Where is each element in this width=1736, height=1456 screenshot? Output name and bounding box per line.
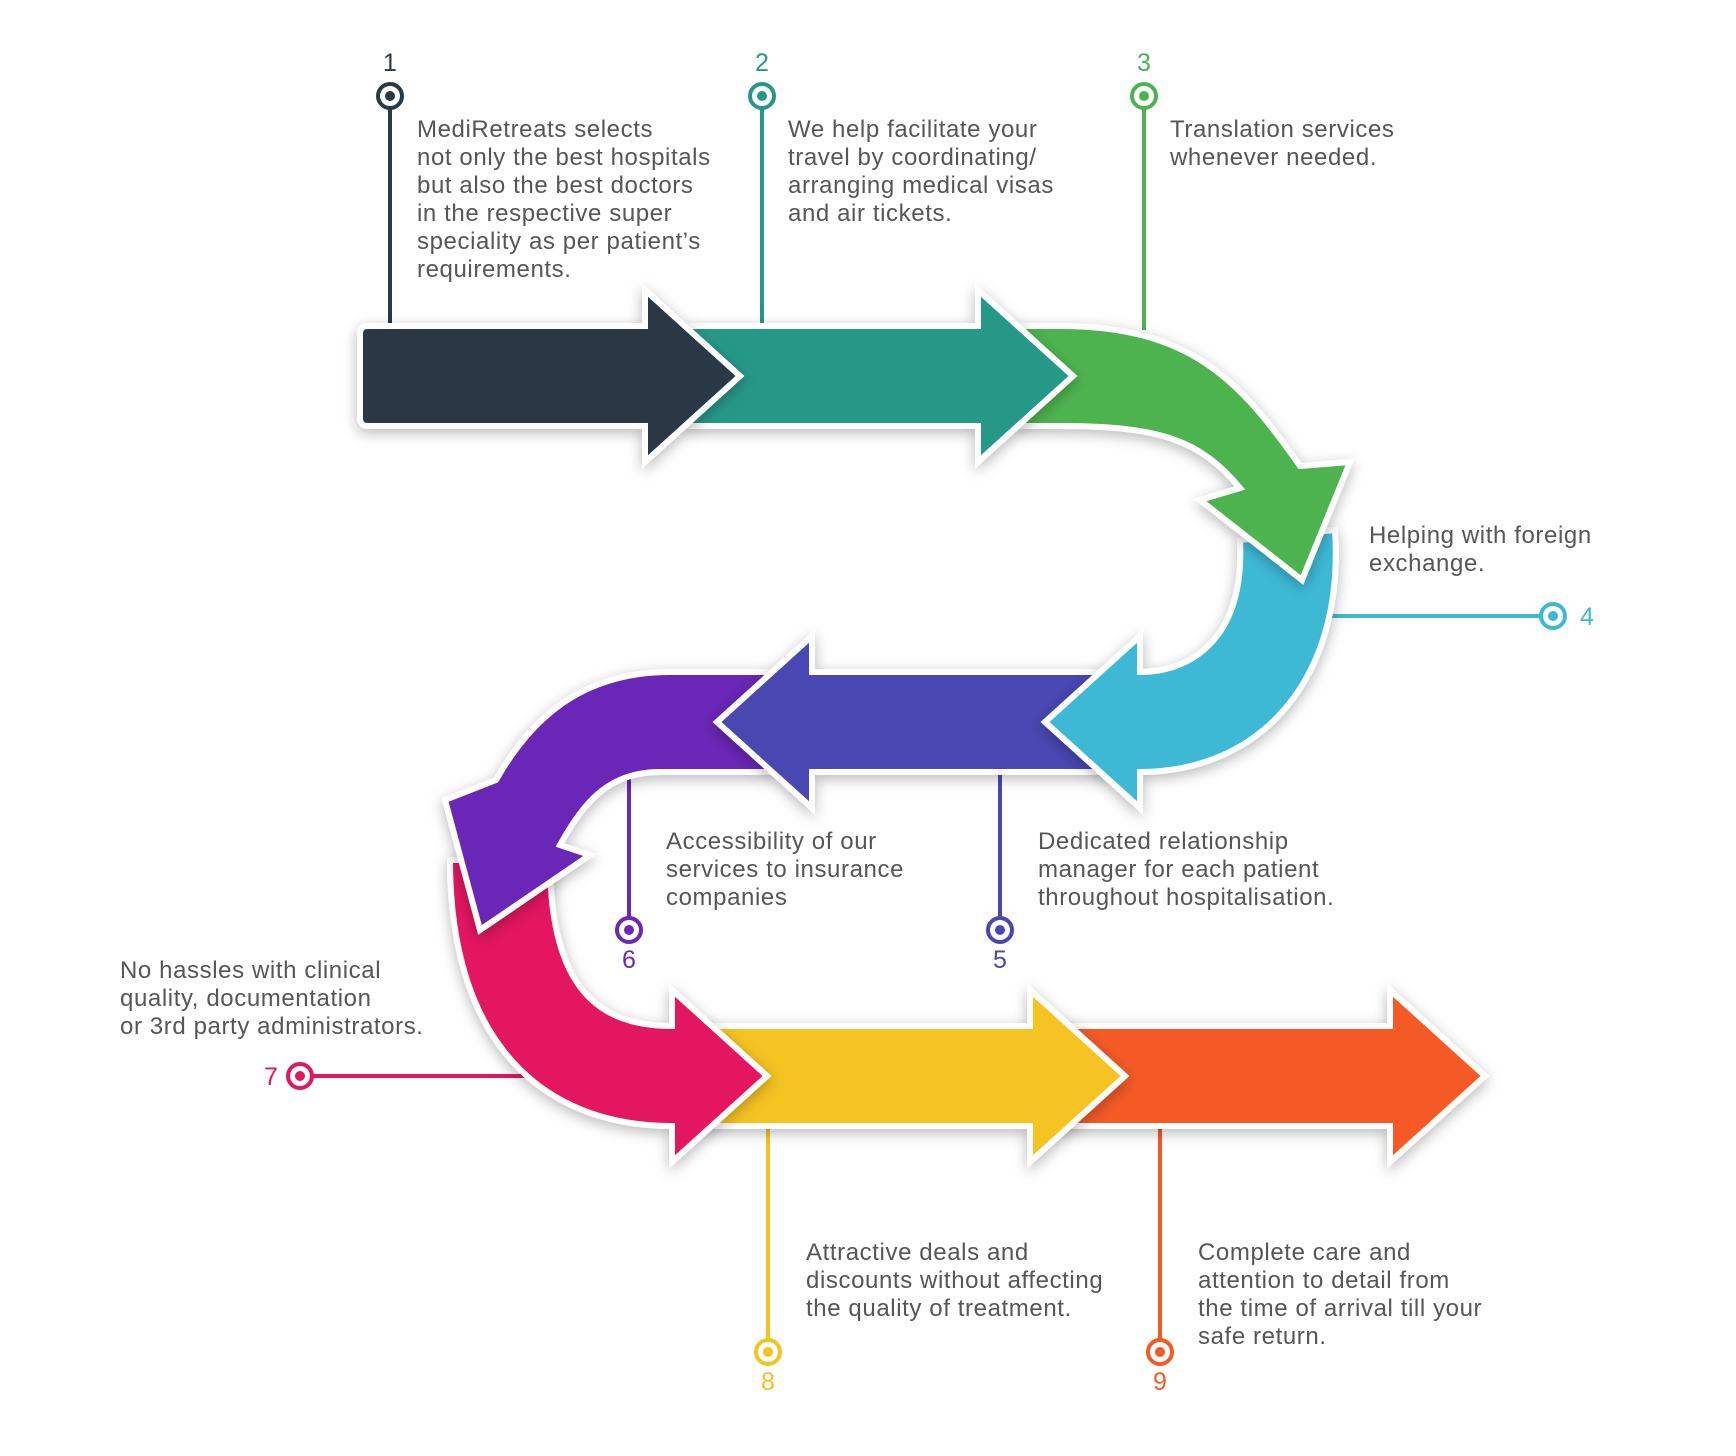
step-5-marker-dot — [995, 925, 1005, 935]
step-8-description: Attractive deals and discounts without a… — [806, 1239, 1111, 1322]
step-6-description: Accessibility of our services to insuran… — [666, 828, 911, 911]
step-5-line: Dedicated relationship — [1038, 828, 1289, 855]
step-1-line: speciality as per patient’s — [417, 228, 701, 255]
step-3-number: 3 — [1137, 49, 1151, 77]
step-9-number: 9 — [1153, 1368, 1167, 1396]
step-1-line: MediRetreats selects — [417, 116, 653, 143]
step-1-line: requirements. — [417, 256, 572, 283]
step-5-line: manager for each patient — [1038, 856, 1319, 883]
step-6-number: 6 — [622, 946, 636, 974]
step-5-description: Dedicated relationship manager for each … — [1038, 828, 1334, 911]
arrow-step-9 — [1047, 983, 1490, 1169]
step-4-marker-dot — [1548, 611, 1558, 621]
step-1-description: MediRetreats selects not only the best h… — [417, 116, 718, 283]
step-3-line: Translation services — [1170, 116, 1395, 143]
arrows — [357, 283, 1490, 1169]
step-4-line: exchange. — [1369, 550, 1485, 577]
step-8-line: Attractive deals and — [806, 1239, 1029, 1266]
step-8-line: discounts without affecting — [806, 1267, 1103, 1294]
step-1-line: not only the best hospitals — [417, 144, 711, 171]
step-2-line: travel by coordinating/ — [788, 144, 1037, 171]
arrow-step-3 — [1017, 323, 1355, 585]
step-descriptions: MediRetreats selects not only the best h… — [120, 116, 1599, 1350]
arrow-step-6 — [441, 669, 773, 935]
step-1-line: but also the best doctors — [417, 172, 694, 199]
step-6-line: companies — [666, 884, 787, 911]
step-2-marker-dot — [757, 91, 767, 101]
step-7-number: 7 — [264, 1063, 278, 1091]
step-9-line: attention to detail from — [1198, 1267, 1450, 1294]
step-2-number: 2 — [755, 49, 769, 77]
step-2-description: We help facilitate your travel by coordi… — [788, 116, 1061, 227]
connectors — [286, 82, 1567, 1366]
step-2-line: and air tickets. — [788, 200, 952, 227]
arrow-step-5 — [712, 629, 1113, 815]
step-4-line: Helping with foreign — [1369, 522, 1592, 549]
step-8-marker-dot — [763, 1347, 773, 1357]
step-6-marker-dot — [624, 925, 634, 935]
step-7-description: No hassles with clinical quality, docume… — [120, 957, 424, 1040]
step-7-line: quality, documentation — [120, 985, 372, 1012]
step-5-line: throughout hospitalisation. — [1038, 884, 1334, 911]
step-3-line: whenever needed. — [1169, 144, 1377, 171]
step-9-marker-dot — [1155, 1347, 1165, 1357]
arrow-step-7 — [446, 857, 772, 1169]
step-6-line: services to insurance — [666, 856, 904, 883]
step-1-marker-dot — [385, 91, 395, 101]
step-9-line: Complete care and — [1198, 1239, 1411, 1266]
step-9-line: safe return. — [1198, 1323, 1327, 1350]
step-7-line: No hassles with clinical — [120, 957, 381, 984]
arrow-step-8 — [697, 983, 1130, 1169]
step-8-line: the quality of treatment. — [806, 1295, 1072, 1322]
step-2-line: arranging medical visas — [788, 172, 1054, 199]
step-7-marker-dot — [295, 1071, 305, 1081]
arrow-step-1 — [357, 283, 745, 469]
step-2-line: We help facilitate your — [788, 116, 1037, 143]
step-4-description: Helping with foreign exchange. — [1369, 522, 1599, 577]
step-8-number: 8 — [761, 1368, 775, 1396]
step-9-description: Complete care and attention to detail fr… — [1198, 1239, 1489, 1350]
step-3-marker-dot — [1139, 91, 1149, 101]
arrow-step-4 — [1040, 526, 1339, 815]
step-5-number: 5 — [993, 946, 1007, 974]
step-4-number: 4 — [1580, 603, 1594, 631]
step-6-line: Accessibility of our — [666, 828, 877, 855]
arrow-step-2 — [687, 283, 1078, 469]
step-1-line: in the respective super — [417, 200, 672, 227]
step-1-number: 1 — [383, 49, 397, 77]
step-7-line: or 3rd party administrators. — [120, 1013, 424, 1040]
step-3-description: Translation services whenever needed. — [1169, 116, 1402, 171]
step-9-line: the time of arrival till your — [1198, 1295, 1482, 1322]
step-numbers: 1 2 3 4 5 6 7 8 9 — [264, 49, 1594, 1396]
